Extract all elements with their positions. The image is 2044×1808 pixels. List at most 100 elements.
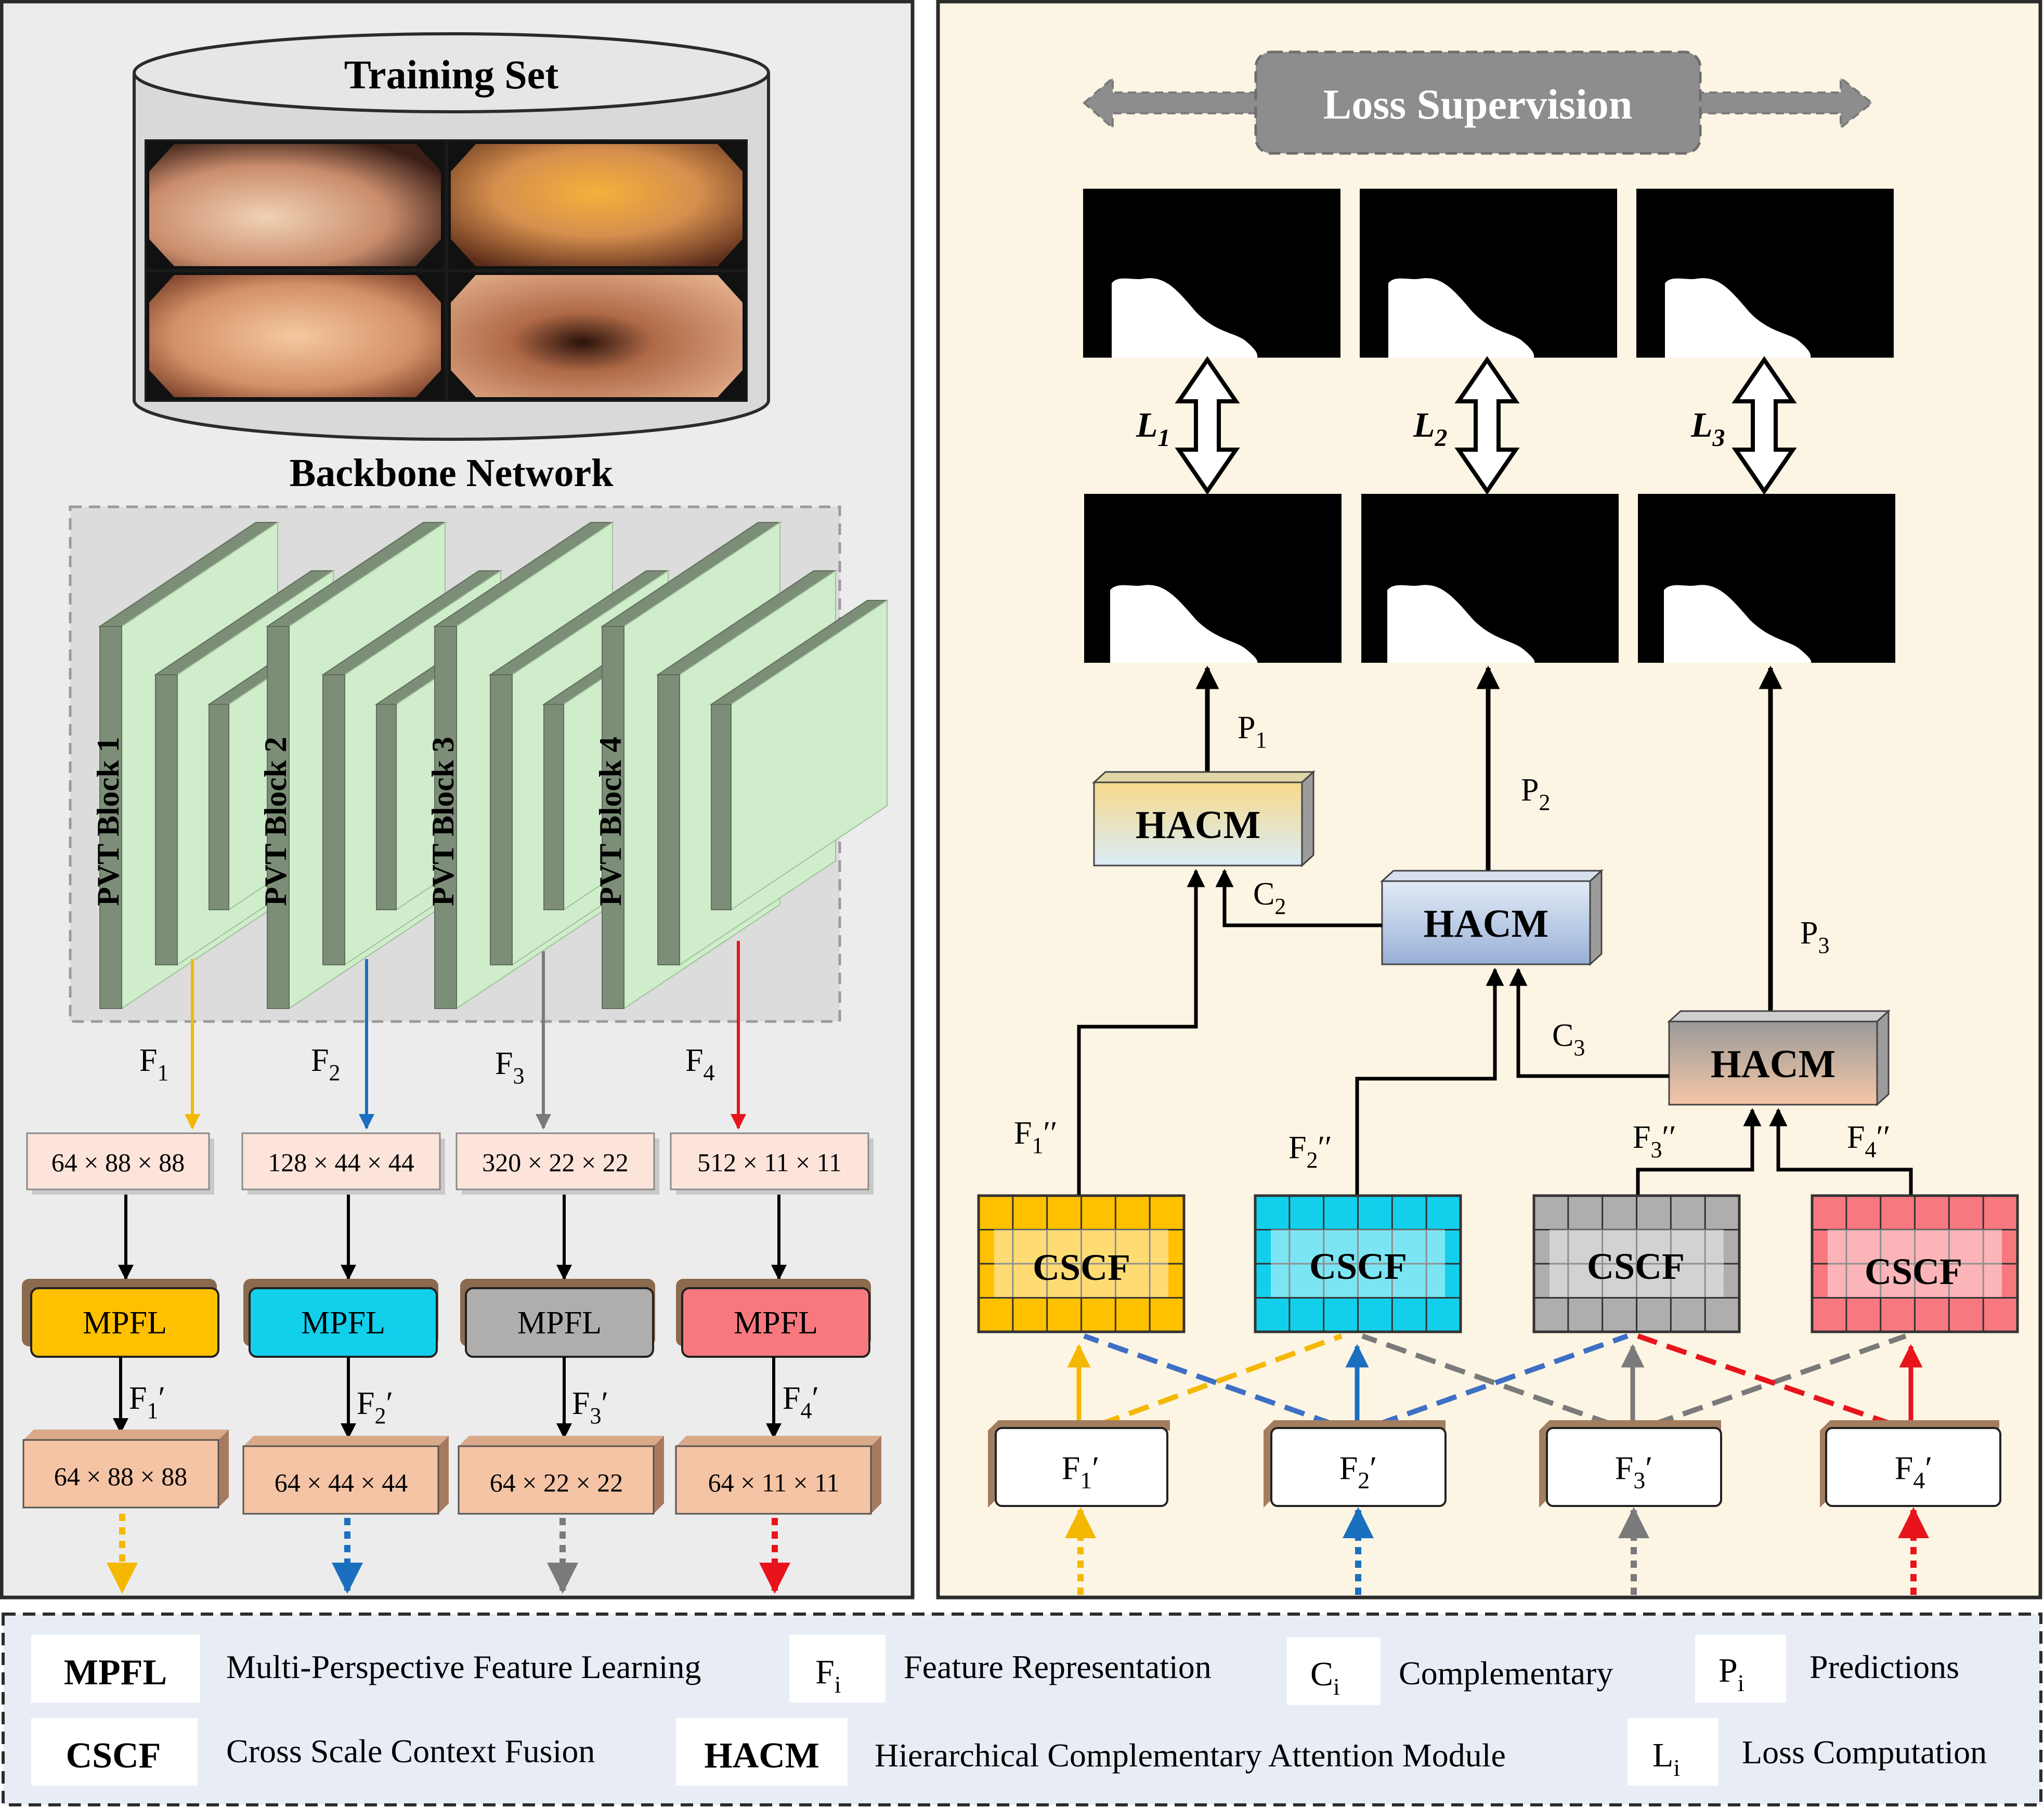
svg-text:HACM: HACM <box>704 1736 819 1776</box>
right-dotted-arrows <box>1065 1507 1929 1595</box>
loss-arrow-1 <box>1175 356 1240 495</box>
f2-fused-connection <box>1355 967 1504 1196</box>
legend-item-li: Li Loss Computation <box>1628 1718 1987 1786</box>
gt-mask-3 <box>1636 189 1894 358</box>
dim-box-4: 512 × 11 × 11 <box>670 1132 874 1195</box>
legend-item-pi: Pi Predictions <box>1695 1635 1959 1702</box>
svg-text:F1′: F1′ <box>1062 1449 1100 1493</box>
f3-double-prime-label: F3′′ <box>1633 1120 1676 1162</box>
svg-text:MPFL: MPFL <box>83 1305 167 1341</box>
gt-mask-2 <box>1360 189 1617 358</box>
svg-text:Complementary: Complementary <box>1399 1655 1613 1692</box>
svg-text:512 × 11 × 11: 512 × 11 × 11 <box>697 1148 842 1177</box>
out-dim-box-4: 64 × 11 × 11 <box>675 1436 881 1515</box>
input-dimension-boxes: 64 × 88 × 88 128 × 44 × 44 320 × 22 × 22… <box>26 1132 874 1195</box>
input-box-1: F1′ <box>988 1420 1170 1508</box>
backbone-network-title: Backbone Network <box>290 451 614 495</box>
svg-text:HACM: HACM <box>1424 902 1549 946</box>
f1-fused-connection <box>1077 869 1205 1196</box>
pvt-block-label-3: PVT Block 3 <box>426 737 460 906</box>
mpfl-output-arrows: F1′ F2′ F3′ F4′ <box>113 1357 819 1439</box>
f4-double-prime-label: F4′′ <box>1847 1120 1891 1162</box>
loss-arrows <box>1175 356 1797 495</box>
cscf-label-2: CSCF <box>1309 1246 1407 1287</box>
input-box-3: F3′ <box>1539 1420 1722 1508</box>
legend-item-fi: Fi Feature Representation <box>789 1635 1212 1702</box>
svg-text:64 × 88 × 88: 64 × 88 × 88 <box>54 1462 187 1491</box>
f3-prime-label: F3′ <box>572 1386 608 1429</box>
c3-connection <box>1509 967 1669 1078</box>
mpfl-module-4: MPFL <box>676 1279 871 1358</box>
pvt-block-label-2: PVT Block 2 <box>258 737 293 906</box>
l2-label: L2 <box>1413 405 1448 452</box>
hacm-module-1: HACM <box>1092 770 1316 868</box>
loss-supervision-box <box>1254 50 1702 155</box>
legend-item-ci: Ci Complementary <box>1287 1637 1613 1705</box>
svg-text:64 × 11 × 11: 64 × 11 × 11 <box>708 1468 840 1497</box>
cscf-label-3: CSCF <box>1587 1246 1685 1287</box>
pvt-block-label-4: PVT Block 4 <box>593 737 628 906</box>
legend-item-mpfl: MPFL Multi-Perspective Feature Learning <box>31 1635 701 1702</box>
svg-text:Feature Representation: Feature Representation <box>904 1648 1212 1685</box>
svg-text:Li: Li <box>1652 1736 1680 1781</box>
svg-text:128 × 44 × 44: 128 × 44 × 44 <box>268 1148 414 1177</box>
l1-label: L1 <box>1136 405 1170 452</box>
p1-label: P1 <box>1238 710 1267 753</box>
svg-text:F2′: F2′ <box>1339 1449 1377 1493</box>
legend-item-cscf: CSCF Cross Scale Context Fusion <box>31 1718 595 1786</box>
f2-prime-label: F2′ <box>357 1386 393 1429</box>
pvt-blocks: PVT Block 1 PVT Block 2 PVT Block 3 PVT Blo… <box>91 521 889 1010</box>
endoscopy-image-3 <box>147 272 445 400</box>
cross-scale-connections <box>1067 1333 1923 1427</box>
gt-mask-1 <box>1083 189 1340 358</box>
svg-text:64 × 44 × 44: 64 × 44 × 44 <box>275 1468 408 1497</box>
mpfl-module-2: MPFL <box>243 1279 438 1358</box>
pvt-block-label-1: PVT Block 1 <box>91 737 125 906</box>
prediction-masks <box>1084 494 1895 663</box>
cscf-module-3 <box>1532 1194 1741 1333</box>
dim-box-3: 320 × 22 × 22 <box>455 1132 659 1195</box>
svg-text:Predictions: Predictions <box>1809 1648 1959 1685</box>
backbone-feature-arrows: F1 F2 F3 F4 <box>139 941 746 1130</box>
loss-supervision-title: Loss Supervision <box>1323 81 1633 128</box>
cscf-module-1 <box>977 1194 1186 1333</box>
training-set-title: Training Set <box>344 52 558 97</box>
c2-connection <box>1215 869 1382 927</box>
loss-supervision: Loss Supervision <box>1082 50 1874 155</box>
f4-prime-label: F4′ <box>783 1381 819 1423</box>
left-dotted-arrows <box>107 1514 790 1594</box>
endoscopy-image-1 <box>147 141 445 269</box>
svg-text:MPFL: MPFL <box>517 1305 602 1341</box>
prediction-arrows: P1 P2 P3 <box>1195 665 1829 1018</box>
svg-text:HACM: HACM <box>1711 1042 1836 1086</box>
training-set-database: Training Set <box>133 32 770 441</box>
cscf-label-4: CSCF <box>1865 1251 1962 1292</box>
mpfl-module-1: MPFL <box>22 1279 219 1358</box>
cscf-module-4 <box>1811 1194 2019 1333</box>
cscf-labels: CSCF CSCF CSCF CSCF <box>1033 1246 1962 1292</box>
svg-text:MPFL: MPFL <box>301 1305 385 1341</box>
svg-text:F3′: F3′ <box>1615 1449 1653 1493</box>
left-panel: Training Set Backbone Network PVT Block … <box>0 0 915 1600</box>
loss-arrow-2 <box>1454 356 1520 495</box>
svg-text:Fi: Fi <box>815 1653 841 1698</box>
mpfl-module-3: MPFL <box>460 1279 655 1358</box>
endoscopy-image-4 <box>448 272 746 400</box>
input-box-2: F2′ <box>1264 1420 1447 1508</box>
out-dim-box-1: 64 × 88 × 88 <box>22 1430 229 1509</box>
ground-truth-masks <box>1083 189 1894 358</box>
endoscopy-image-2 <box>448 141 746 269</box>
cscf-input-boxes: F1′ F2′ F3′ F4′ <box>988 1420 2001 1508</box>
c3-label: C3 <box>1552 1018 1585 1060</box>
pred-mask-3 <box>1638 494 1895 663</box>
hacm-module-2: HACM <box>1380 869 1604 966</box>
svg-text:Ci: Ci <box>1310 1655 1340 1700</box>
right-panel: Loss Supervision L1 L2 L3 P1 P2 <box>936 0 2042 1600</box>
svg-text:Pi: Pi <box>1718 1652 1744 1696</box>
hacm-module-3: HACM <box>1667 1009 1891 1107</box>
pred-mask-1 <box>1084 494 1342 663</box>
svg-text:Hierarchical Complementary Att: Hierarchical Complementary Attention Mod… <box>875 1737 1506 1774</box>
svg-text:Cross Scale Context Fusion: Cross Scale Context Fusion <box>226 1733 595 1770</box>
out-dim-box-2: 64 × 44 × 44 <box>242 1436 449 1515</box>
